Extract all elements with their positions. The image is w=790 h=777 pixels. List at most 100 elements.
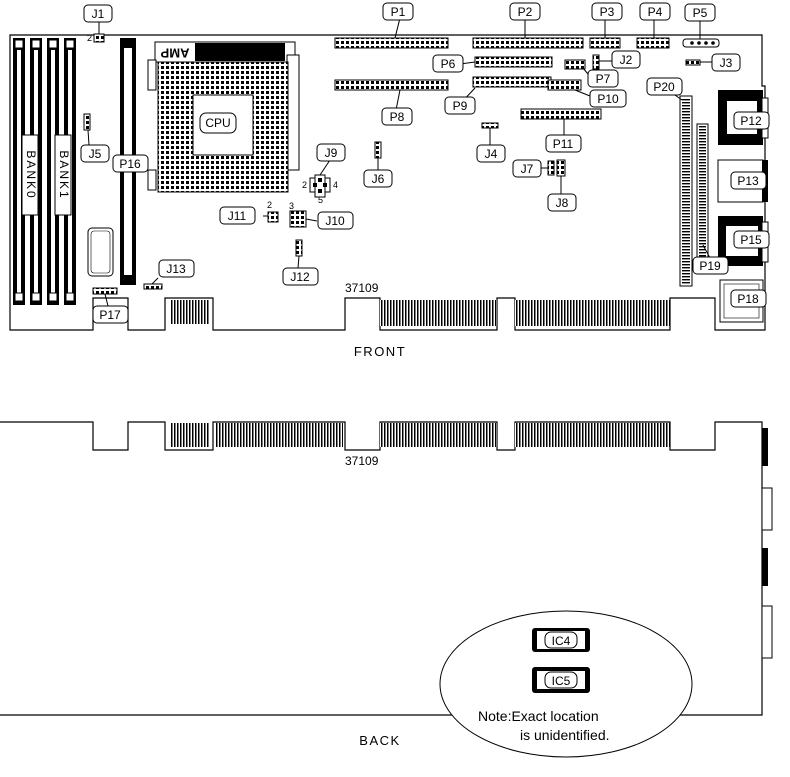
jumper-j11-block (267, 211, 279, 223)
jumper-j6-block (374, 141, 382, 159)
label-p5: P5 (684, 3, 716, 22)
j9-pin-2: 2 (302, 180, 307, 190)
bank1-label: BANK1 (57, 150, 71, 199)
svg-text:J4: J4 (485, 147, 498, 161)
back-edge-fingers-2 (215, 423, 343, 447)
svg-text:P3: P3 (600, 5, 615, 19)
label-p18: P18 (730, 289, 767, 308)
label-j11: J11 (219, 206, 256, 225)
label-j12: J12 (282, 267, 319, 286)
label-p16: P16 (112, 154, 149, 173)
j10-pin-3: 3 (289, 201, 294, 211)
back-connector-1 (762, 428, 768, 466)
cpu-socket: AMP CPU (147, 41, 300, 193)
p7-header (564, 59, 586, 70)
front-board: BANK0 BANK1 2 AMP CPU (9, 2, 770, 359)
p6-header (474, 56, 553, 68)
svg-text:J10: J10 (325, 214, 345, 228)
jumper-j10-block (289, 210, 307, 228)
svg-text:J5: J5 (89, 147, 102, 161)
front-edge-fingers-1 (170, 300, 210, 324)
svg-text:J12: J12 (290, 270, 310, 284)
label-p3: P3 (591, 2, 623, 21)
label-j5: J5 (80, 144, 110, 163)
jumper-j4-block (481, 122, 499, 129)
label-p20: P20 (646, 77, 683, 96)
svg-text:P19: P19 (699, 259, 721, 273)
dimm-slot-3 (47, 38, 59, 305)
svg-text:P1: P1 (391, 5, 406, 19)
svg-text:P20: P20 (653, 80, 675, 94)
label-p10: P10 (589, 89, 627, 108)
chip-ic5: IC5 (532, 667, 590, 693)
p5-connector (682, 38, 720, 48)
jumper-j13-block (143, 283, 163, 290)
svg-text:P15: P15 (740, 233, 762, 247)
label-p1: P1 (382, 2, 414, 21)
p17-header (92, 287, 118, 295)
svg-text:P2: P2 (518, 5, 533, 19)
svg-text:P13: P13 (737, 174, 759, 188)
svg-text:P10: P10 (597, 92, 619, 106)
label-p13: P13 (730, 171, 767, 190)
svg-text:J1: J1 (92, 7, 105, 21)
label-p12: P12 (733, 111, 770, 130)
svg-text:J7: J7 (521, 162, 534, 176)
svg-text:J3: J3 (720, 56, 733, 70)
jumper-j8-block (556, 159, 566, 177)
p9-header (472, 76, 552, 88)
label-j4: J4 (476, 144, 506, 163)
jumper-j5-block (83, 113, 91, 131)
p8-header (334, 79, 449, 91)
socket-brand-label: AMP (160, 46, 189, 61)
j9-pin-4: 4 (333, 180, 338, 190)
svg-text:P17: P17 (99, 308, 121, 322)
label-p11: P11 (545, 134, 582, 153)
jumper-j3-block (685, 59, 701, 66)
note-line-1: Note:Exact location (478, 708, 599, 724)
cpu-label: CPU (205, 116, 230, 130)
front-caption: FRONT (354, 344, 406, 359)
callout-labels: J1 P1 P2 P3 P4 P5 P6 J2 J3 P7 P20 P10 P9… (80, 2, 770, 324)
svg-text:P4: P4 (648, 5, 663, 19)
label-j1: J1 (83, 4, 113, 23)
svg-text:P16: P16 (119, 157, 141, 171)
note-line-2: is unidentified. (520, 727, 610, 743)
svg-text:J2: J2 (620, 53, 633, 67)
label-p4: P4 (639, 2, 671, 21)
label-j8: J8 (547, 193, 577, 212)
jumper-j7-block (547, 160, 555, 176)
svg-text:P6: P6 (441, 57, 456, 71)
label-j13: J13 (158, 259, 195, 278)
chip-bios (87, 227, 114, 277)
front-board-number: 37109 (345, 281, 379, 295)
dimm-slot-1 (13, 38, 25, 305)
p3-header (589, 37, 621, 49)
back-connector-2 (761, 487, 773, 531)
label-j7: J7 (512, 159, 542, 178)
svg-text:P18: P18 (737, 292, 759, 306)
p4-header (636, 37, 670, 49)
svg-text:J8: J8 (556, 196, 569, 210)
back-board-number: 37109 (345, 454, 379, 468)
label-p9: P9 (444, 96, 476, 115)
ic4-label: IC4 (552, 634, 571, 648)
svg-text:P9: P9 (453, 99, 468, 113)
label-p6: P6 (432, 54, 464, 73)
p2-header (472, 37, 584, 49)
label-j6: J6 (363, 169, 393, 188)
bank0-label: BANK0 (24, 150, 38, 199)
front-edge-fingers-2 (380, 300, 497, 326)
label-j9: J9 (316, 143, 346, 162)
label-j3: J3 (711, 53, 741, 72)
p1-header (334, 37, 449, 49)
label-p17: P17 (92, 305, 129, 324)
svg-text:P5: P5 (693, 6, 708, 20)
label-p19: P19 (692, 256, 729, 275)
svg-text:J11: J11 (228, 209, 247, 223)
label-p8: P8 (381, 107, 413, 126)
j1-pin-number: 2 (87, 33, 92, 43)
j9-pin-5: 5 (318, 195, 323, 205)
dimm-slots: BANK0 BANK1 (13, 38, 76, 305)
